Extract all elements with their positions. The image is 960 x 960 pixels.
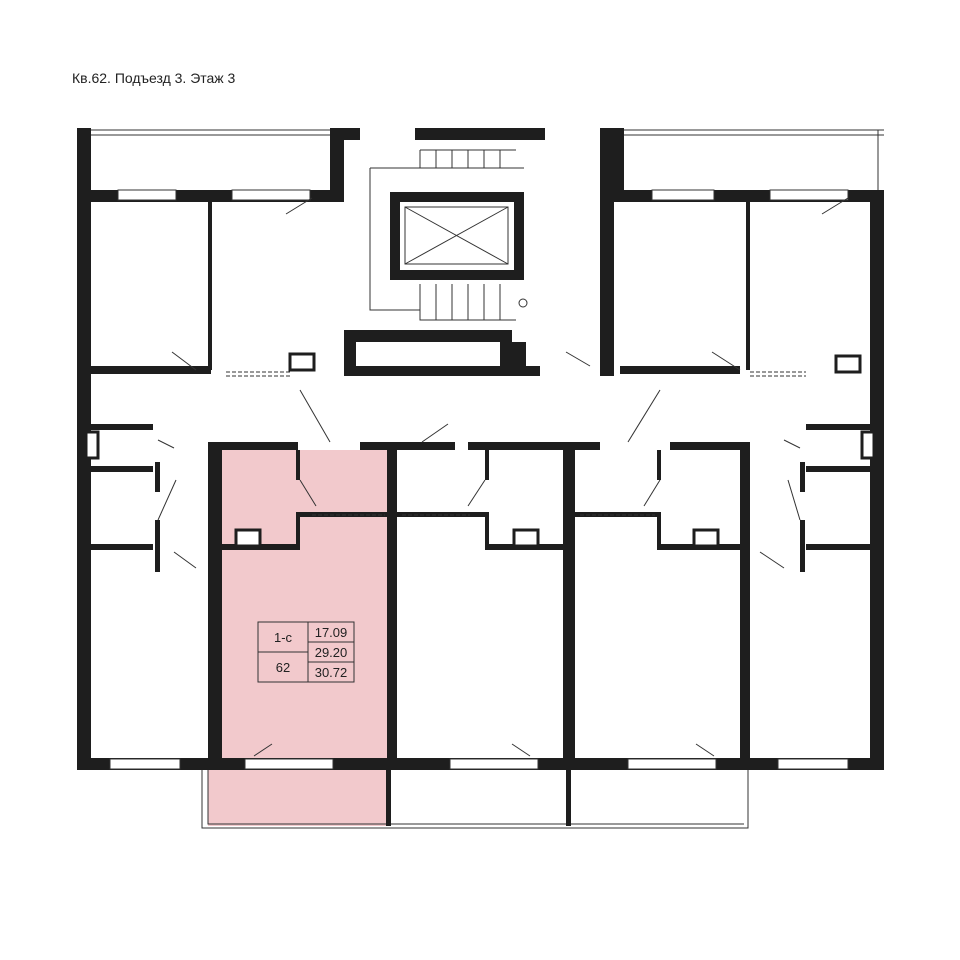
interior-partitions — [91, 198, 870, 572]
living-area: 17.09 — [315, 625, 348, 640]
plan-caption: Кв.62. Подъезд 3. Этаж 3 — [72, 70, 236, 86]
door-swings — [157, 197, 849, 757]
apartment-number: 62 — [276, 660, 290, 675]
apartment-type: 1-с — [274, 630, 293, 645]
top-balconies — [91, 129, 884, 190]
apartment-62-highlight[interactable] — [208, 450, 388, 826]
apartment-62-room[interactable] — [219, 450, 387, 760]
apartment-62-balcony[interactable] — [208, 770, 388, 826]
ventilation-shafts — [84, 352, 876, 548]
total-area: 30.72 — [315, 665, 348, 680]
bottom-balconies — [201, 770, 749, 829]
apartment-62-label[interactable]: 1-с 62 17.09 29.20 30.72 — [257, 621, 355, 683]
windows — [109, 189, 849, 770]
corridor-walls — [91, 366, 750, 768]
area: 29.20 — [315, 645, 348, 660]
stairwell-core — [344, 140, 614, 376]
